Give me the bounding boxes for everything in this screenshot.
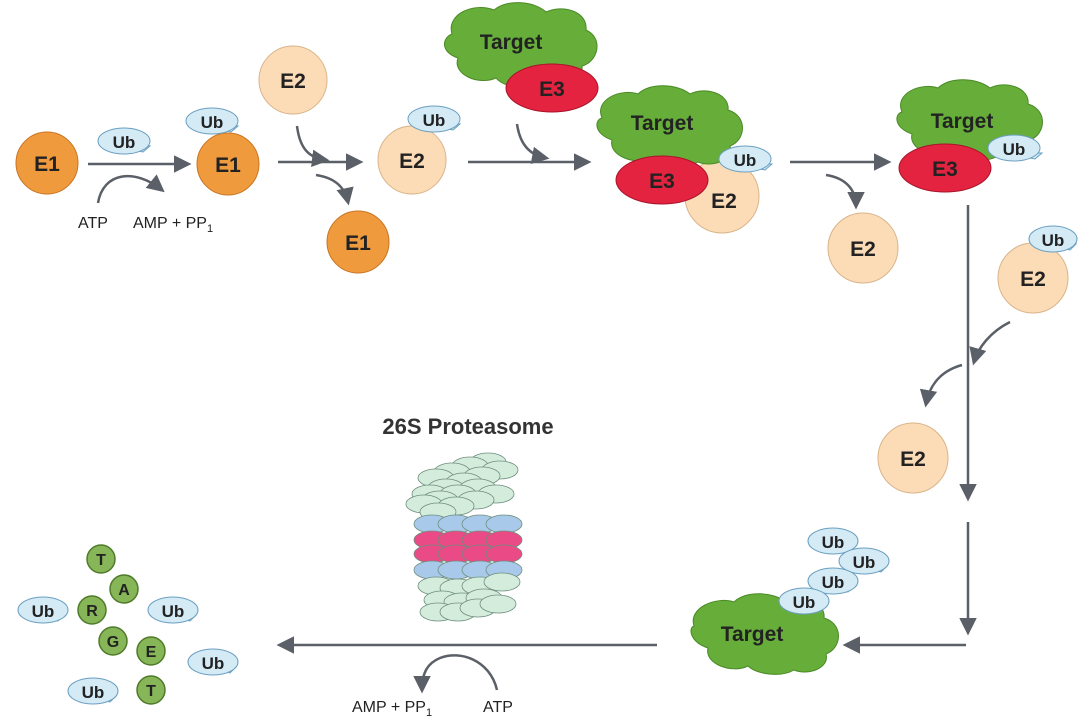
amp-pp-label: AMP + PP1 [133, 215, 213, 235]
fragment-e: E [136, 636, 166, 666]
svg-text:Ub: Ub [853, 553, 876, 572]
svg-text:Ub: Ub [1003, 140, 1026, 159]
svg-text:Ub: Ub [113, 133, 136, 152]
svg-text:Target: Target [721, 623, 784, 646]
svg-text:Ub: Ub [162, 602, 185, 621]
pathway-arrows [88, 123, 1011, 694]
arrow-e2-release-1 [825, 173, 865, 210]
svg-text:E1: E1 [345, 232, 371, 255]
arrow-e2-joins [295, 125, 330, 167]
e2-e3-target-complex: E2 Target E3 Ub [596, 85, 774, 234]
svg-text:E2: E2 [850, 238, 876, 261]
fragment-g: G [98, 626, 128, 656]
svg-text:Ub: Ub [822, 573, 845, 592]
arrow-e2-ub-joins [969, 320, 1011, 366]
svg-text:E3: E3 [932, 158, 958, 181]
amp-pp-label-2: AMP + PP1 [352, 699, 432, 719]
fragment-t2: T [136, 675, 166, 705]
e2-free-3: E2 [877, 422, 949, 494]
e2-free-1: E2 [258, 45, 328, 115]
svg-text:E1: E1 [34, 153, 60, 176]
arrow-e2-release-2 [919, 363, 963, 408]
svg-text:E2: E2 [900, 448, 926, 471]
svg-text:Ub: Ub [734, 151, 757, 170]
fragment-r: R [77, 595, 107, 625]
svg-text:G: G [107, 634, 119, 651]
svg-text:R: R [86, 603, 98, 620]
svg-text:Ub: Ub [82, 683, 105, 702]
released-ub-1: Ub [17, 596, 69, 624]
svg-text:Target: Target [480, 31, 543, 54]
arrow-atp-degradation-curve [413, 654, 499, 694]
svg-text:E: E [146, 644, 157, 661]
released-ub-3: Ub [187, 648, 239, 676]
svg-text:E2: E2 [1020, 268, 1046, 291]
svg-text:E2: E2 [399, 150, 425, 173]
e2-with-ub-2: E2 Ub [997, 225, 1078, 314]
svg-text:Target: Target [931, 110, 994, 133]
proteasome-subunit [479, 594, 517, 614]
released-ubiquitins: Ub Ub Ub Ub [17, 596, 239, 705]
svg-text:A: A [118, 582, 130, 599]
atp-label-2: ATP [483, 699, 513, 716]
peptide-fragments: T A R G E T [77, 544, 166, 705]
svg-text:Ub: Ub [822, 533, 845, 552]
svg-text:Ub: Ub [202, 654, 225, 673]
target-e3-ub: Target E3 Ub [896, 79, 1044, 193]
svg-text:E1: E1 [215, 154, 241, 177]
e2-with-ub: E2 Ub [377, 105, 462, 195]
e1-with-ub: E1 Ub [185, 107, 260, 196]
svg-text:E2: E2 [711, 190, 737, 213]
svg-text:E2: E2 [280, 70, 306, 93]
svg-text:E3: E3 [649, 170, 675, 193]
svg-text:Target: Target [631, 112, 694, 135]
svg-text:Ub: Ub [201, 113, 224, 132]
e1-released: E1 [326, 210, 390, 274]
fragment-t1: T [86, 544, 116, 574]
proteasome-title: 26S Proteasome [382, 414, 553, 439]
svg-text:Ub: Ub [32, 602, 55, 621]
proteasome-subunit [485, 514, 523, 534]
svg-text:T: T [96, 552, 106, 569]
target-e3-free: Target E3 [444, 2, 599, 113]
released-ub-4: Ub [67, 677, 119, 705]
proteasome-subunit [485, 544, 523, 564]
arrow-e1-release [315, 173, 354, 206]
ub-free: Ub [97, 127, 152, 155]
fragment-a: A [109, 574, 139, 604]
released-ub-2: Ub [147, 596, 199, 624]
e1-free: E1 [15, 131, 79, 195]
arrow-atp-curve [96, 174, 165, 204]
arrow-e3-target-joins [515, 123, 550, 165]
svg-text:T: T [146, 683, 156, 700]
polyubiquitinated-target: Target Ub Ub Ub Ub [690, 527, 890, 675]
e2-free-2: E2 [827, 212, 899, 284]
svg-text:Ub: Ub [793, 593, 816, 612]
proteasome-illustration [405, 452, 523, 622]
proteasome-subunit [483, 572, 521, 592]
svg-text:E3: E3 [539, 78, 565, 101]
svg-text:Ub: Ub [1042, 231, 1065, 250]
svg-text:Ub: Ub [423, 111, 446, 130]
atp-label: ATP [78, 215, 108, 232]
